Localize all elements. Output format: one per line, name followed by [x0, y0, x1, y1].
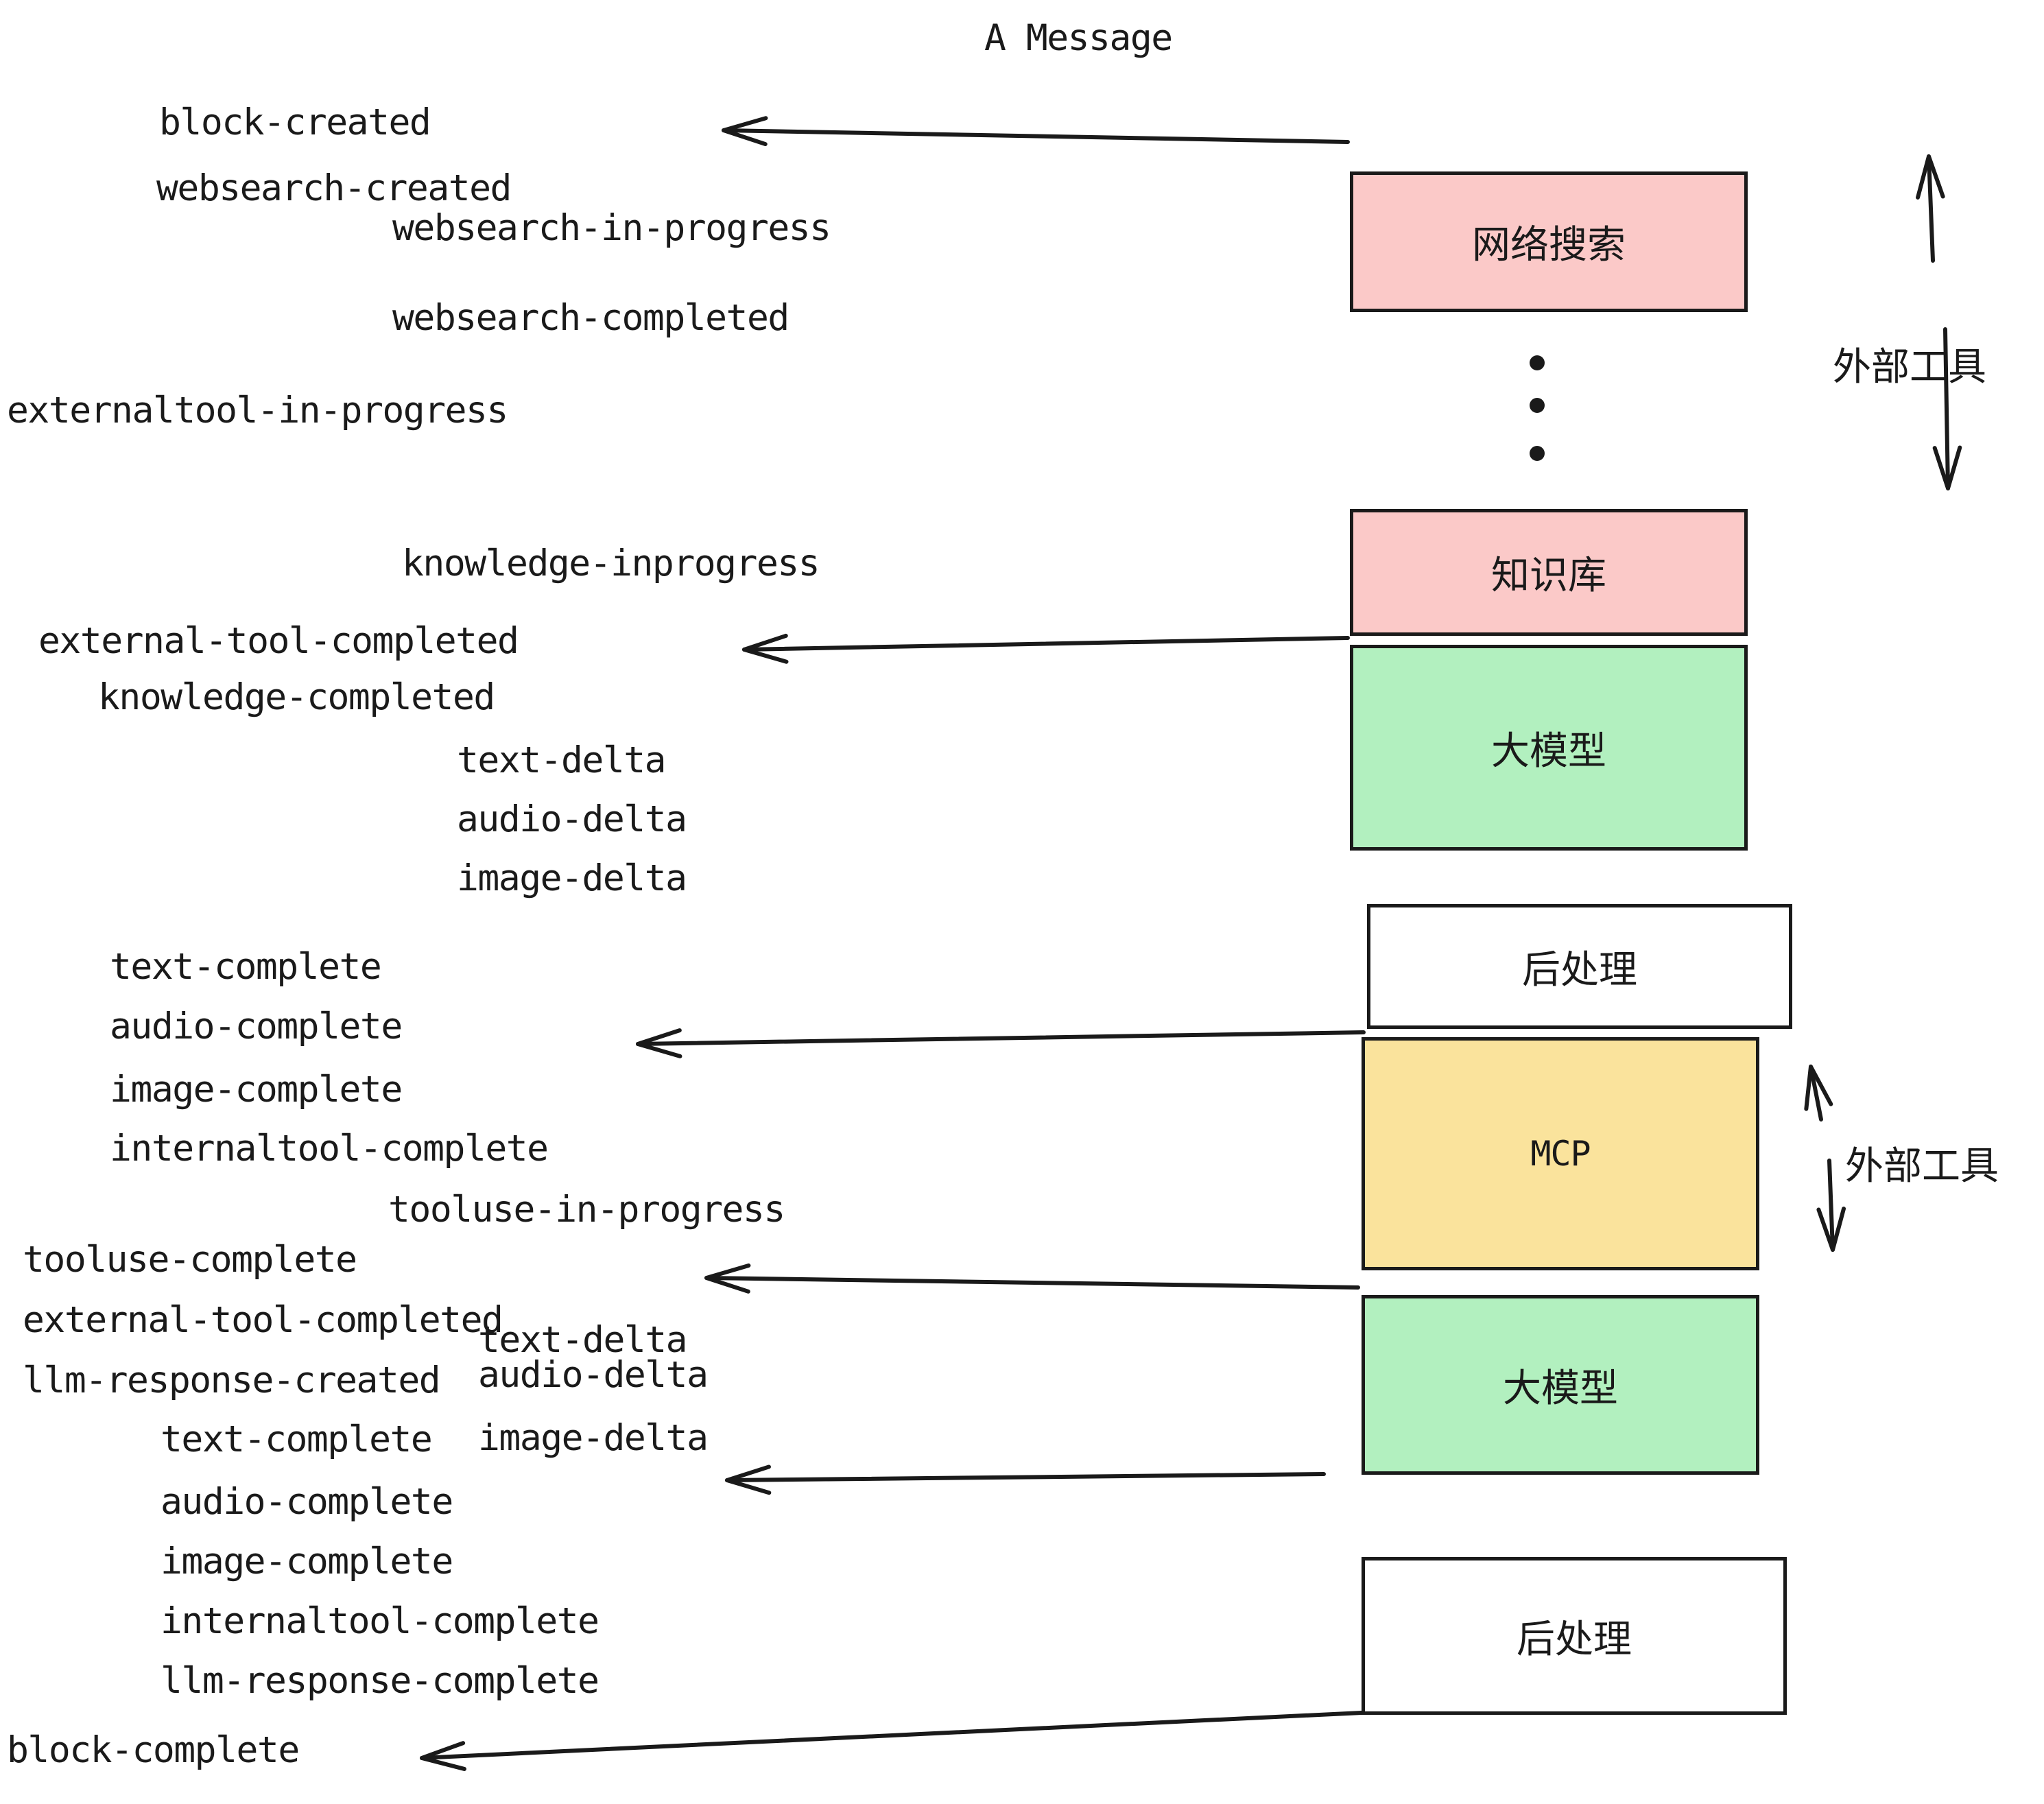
event-label-text-complete-1: text-complete: [110, 946, 382, 988]
event-label-image-delta-1: image-delta: [457, 857, 687, 899]
event-label-image-delta-2: image-delta: [478, 1417, 709, 1459]
arrow-image-complete-line: [636, 1030, 1366, 1046]
node-mcp[interactable]: MCP: [1362, 1037, 1759, 1270]
side-label-external-tools-top: 外部工具: [1833, 345, 1986, 390]
event-label-image-complete-2: image-complete: [161, 1541, 453, 1582]
node-llm-top[interactable]: 大模型: [1350, 645, 1748, 851]
side-label-external-tools-bottom: 外部工具: [1845, 1144, 1999, 1189]
event-label-knowledge-completed: knowledge-completed: [98, 676, 495, 718]
node-label-postprocess-top: 后处理: [1522, 947, 1637, 993]
event-label-websearch-completed: websearch-completed: [392, 297, 789, 339]
arrow-knowledge-completed-head: [742, 633, 789, 664]
event-label-knowledge-inprogress: knowledge-inprogress: [402, 543, 820, 584]
event-label-text-delta-2: text-delta: [478, 1319, 688, 1361]
ellipsis-dot-1: [1530, 355, 1545, 370]
arrow-tooluse-complete-head: [704, 1263, 751, 1294]
event-label-tooluse-complete: tooluse-complete: [23, 1239, 357, 1281]
external-down-top-head: [1932, 445, 1962, 490]
external-up-top-head: [1916, 154, 1945, 200]
external-down-top-line: [1943, 327, 1950, 490]
arrow-block-complete-line: [420, 1711, 1364, 1760]
event-label-text-complete-2: text-complete: [161, 1419, 433, 1460]
arrow-image-complete-head: [636, 1028, 682, 1058]
event-label-block-created: block-created: [159, 102, 431, 143]
node-label-llm-top: 大模型: [1491, 728, 1606, 774]
event-label-audio-complete-1: audio-complete: [110, 1006, 403, 1047]
node-label-llm-bottom: 大模型: [1503, 1366, 1618, 1411]
event-label-text-delta-1: text-delta: [457, 739, 667, 781]
arrow-block-created-head: [722, 116, 768, 147]
arrow-audio-complete-head: [725, 1464, 772, 1495]
node-label-websearch: 网络搜索: [1472, 223, 1626, 268]
arrow-block-created-line: [722, 128, 1350, 144]
event-label-websearch-in-progress: websearch-in-progress: [392, 207, 831, 249]
event-label-internaltool-complete-2: internaltool-complete: [161, 1600, 599, 1642]
external-down-bottom-line: [1827, 1159, 1835, 1252]
event-label-llm-response-created: llm-response-created: [23, 1360, 441, 1401]
ellipsis-dot-3: [1530, 446, 1545, 461]
event-label-audio-complete-2: audio-complete: [161, 1481, 453, 1523]
node-label-postprocess-bottom: 后处理: [1517, 1617, 1632, 1662]
node-knowledge[interactable]: 知识库: [1350, 509, 1748, 636]
arrow-tooluse-complete-line: [704, 1276, 1360, 1290]
node-postprocess-bottom[interactable]: 后处理: [1362, 1557, 1787, 1715]
event-label-audio-delta-2: audio-delta: [478, 1354, 709, 1396]
event-label-block-complete: block-complete: [7, 1729, 300, 1771]
ellipsis-dot-2: [1530, 398, 1545, 413]
event-label-external-tool-completed-1: external-tool-completed: [38, 620, 519, 662]
event-label-internaltool-complete-1: internaltool-complete: [110, 1128, 549, 1170]
arrow-knowledge-completed-line: [742, 636, 1350, 652]
node-postprocess-top[interactable]: 后处理: [1367, 904, 1792, 1029]
event-label-llm-response-complete: llm-response-complete: [161, 1660, 599, 1702]
node-websearch[interactable]: 网络搜索: [1350, 171, 1748, 312]
event-label-tooluse-in-progress: tooluse-in-progress: [388, 1189, 785, 1231]
diagram-title: A Message: [984, 17, 1173, 59]
external-down-bottom-head: [1816, 1207, 1846, 1252]
node-label-knowledge: 知识库: [1491, 554, 1606, 598]
node-llm-bottom[interactable]: 大模型: [1362, 1295, 1759, 1475]
event-label-externaltool-in-progress: externaltool-in-progress: [7, 390, 508, 431]
external-up-bottom-head: [1804, 1065, 1833, 1111]
arrow-audio-complete-line: [725, 1472, 1326, 1482]
external-up-top-line: [1927, 154, 1935, 263]
event-label-external-tool-completed-2: external-tool-completed: [23, 1299, 503, 1341]
arrow-block-complete-head: [420, 1741, 466, 1771]
event-label-audio-delta-1: audio-delta: [457, 798, 687, 840]
external-up-bottom-line: [1809, 1065, 1823, 1121]
event-label-websearch-created: websearch-created: [156, 167, 512, 209]
node-label-mcp: MCP: [1530, 1134, 1591, 1174]
event-label-image-complete-1: image-complete: [110, 1069, 403, 1111]
